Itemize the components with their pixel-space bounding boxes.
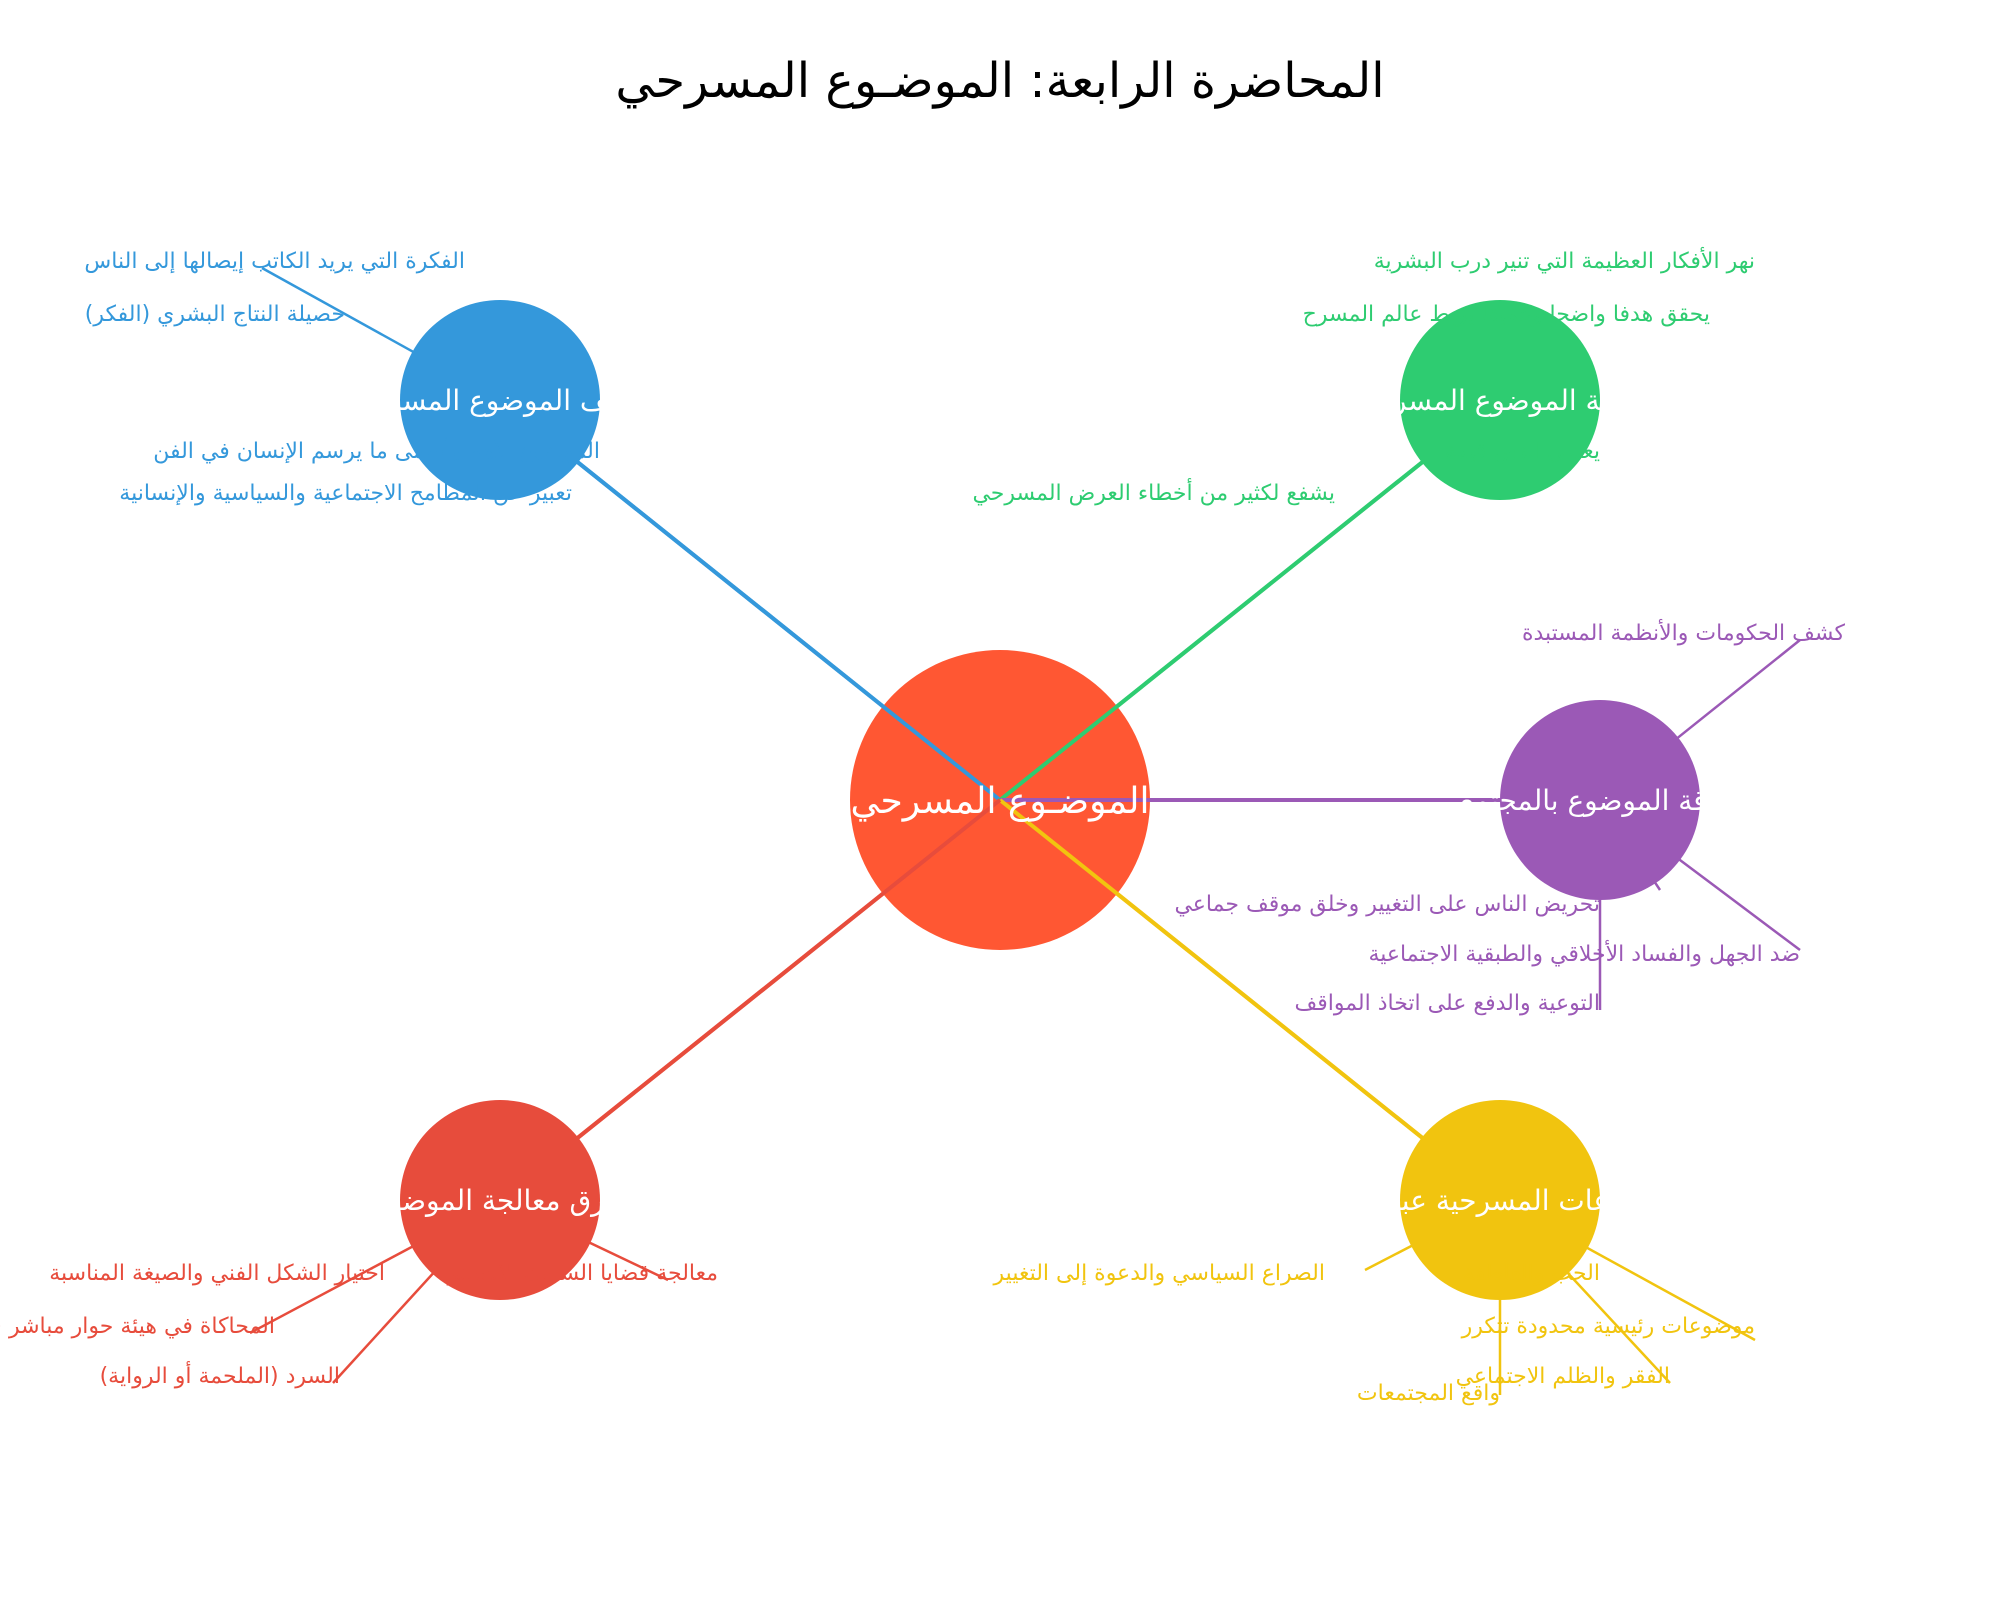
branch-label-blue: تعريف الموضوع المسرحي xyxy=(347,384,654,417)
leaf-label-yellow-4: الصراع السياسي والدعوة إلى التغيير xyxy=(993,1261,1325,1286)
leaf-label-red-1: اختيار الشكل الفني والصيغة المناسبة xyxy=(49,1261,385,1286)
branch-node-blue xyxy=(400,300,600,500)
center-label: الموضـوع المسرحي xyxy=(850,781,1149,822)
leaf-label-yellow-1: موضوعات رئيسية محدودة تتكرر xyxy=(1461,1314,1755,1339)
branch-node-green xyxy=(1400,300,1600,500)
leaf-label-green-2: يعطي النص قيمة xyxy=(1445,439,1600,464)
leaf-label-purple-1: تحريض الناس على التغيير وخلق موقف جماعي xyxy=(1174,892,1600,917)
branch-label-purple: علاقة الموضوع بالمجتمع xyxy=(1460,784,1740,817)
leaf-label-red-0: معالجة قضايا السلوك الإنساني xyxy=(441,1261,718,1286)
nodes-layer xyxy=(400,300,1700,1300)
leaf-label-blue-0: الفكرة التي يريد الكاتب إيصالها إلى النا… xyxy=(84,249,465,274)
edge-over-center-yellow xyxy=(998,798,1502,1202)
leaf-label-purple-2: ضد الجهل والفساد الأخلاقي والطبقية الاجت… xyxy=(1368,940,1800,967)
branch-node-red xyxy=(400,1100,600,1300)
branch-label-red: طرق معالجة الموضوع xyxy=(371,1184,629,1217)
branch-label-yellow: الموضوعات المسرحية عبر التاريخ xyxy=(1305,1184,1695,1217)
branch-label-green: أهمية الموضوع المسرحي xyxy=(1352,381,1647,417)
leaf-label-red-3: السرد (الملحمة أو الرواية) xyxy=(100,1361,340,1389)
leaf-label-yellow-2: الفقر والظلم الاجتماعي xyxy=(1456,1364,1670,1389)
leaf-label-red-2: المحاكاة في هيئة حوار مباشر (الدراما) xyxy=(0,1314,275,1339)
branch-node-purple xyxy=(1500,700,1700,900)
leaf-label-purple-3: التوعية والدفع على اتخاذ المواقف xyxy=(1294,991,1600,1016)
labels-layer: تعريف الموضوع المسرحي الفكرة التي يريد ال… xyxy=(0,247,1846,1406)
leaf-label-blue-3: تعبير عن المطامح الاجتماعية والسياسية وا… xyxy=(119,481,572,506)
leaf-label-green-0: نهر الأفكار العظيمة التي تنير درب البشري… xyxy=(1374,247,1755,274)
leaf-label-green-1: يحقق هدفا واضحا وعميقا يربط عالم المسرح xyxy=(1303,302,1710,327)
leaf-label-blue-2: الموضوع الأهم وأسمى ما يرسم الإنسان في ا… xyxy=(153,436,600,464)
edge-over-center-blue xyxy=(498,398,1002,802)
leaf-label-green-3: يشفع لكثير من أخطاء العرض المسرحي xyxy=(972,478,1335,506)
branch-node-yellow xyxy=(1400,1100,1600,1300)
leaf-label-yellow-3: واقع المجتمعات xyxy=(1357,1381,1500,1406)
edge-over-center-green xyxy=(998,398,1502,802)
leaf-label-yellow-0: الحب والعاطفة xyxy=(1463,1261,1600,1286)
leaf-label-purple-0: كشف الحكومات والأنظمة المستبدة xyxy=(1522,619,1846,646)
diagram-title: المحاضرة الرابعة: الموضـوع المسرحي xyxy=(615,53,1384,109)
edge-over-center-red xyxy=(498,798,1002,1202)
leaf-label-blue-1: حصيلة النتاج البشري (الفكر) xyxy=(85,302,345,327)
